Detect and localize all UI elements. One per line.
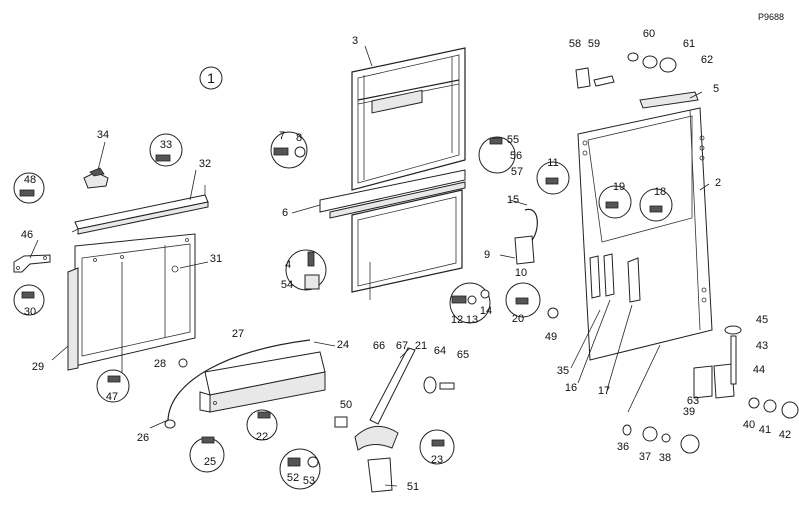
- vertical-strips: [589, 253, 641, 303]
- bottom-bracket: [199, 351, 326, 413]
- part-label-40: 40: [743, 419, 755, 431]
- part-label-24: 24: [337, 339, 349, 351]
- part-label-44: 44: [753, 364, 765, 376]
- lower-window: [351, 189, 463, 300]
- callout-bubbles: [13, 131, 673, 490]
- part-label-39: 39: [683, 406, 695, 418]
- handle-bar: [639, 91, 699, 109]
- part-label-47: 47: [106, 391, 118, 403]
- part-label-42: 42: [779, 429, 791, 441]
- part-label-67: 67: [396, 340, 408, 352]
- part-label-4: 4: [285, 259, 291, 271]
- part-label-17: 17: [598, 385, 610, 397]
- part-label-23: 23: [431, 454, 443, 466]
- part-label-55: 55: [507, 134, 519, 146]
- part-label-11: 11: [547, 157, 558, 169]
- hardware: [178, 52, 799, 454]
- lever-arm: [354, 347, 416, 493]
- part-label-25: 25: [204, 456, 216, 468]
- part-label-66: 66: [373, 340, 385, 352]
- part-label-51: 51: [407, 481, 419, 493]
- part-label-38: 38: [659, 452, 671, 464]
- part-label-31: 31: [210, 253, 222, 265]
- part-label-20: 20: [512, 313, 524, 325]
- part-label-16: 16: [565, 382, 577, 394]
- part-label-61: 61: [683, 38, 695, 50]
- door-panel: [577, 107, 713, 361]
- drawing-code: P9688: [758, 12, 784, 22]
- part-label-60: 60: [643, 28, 655, 40]
- part-label-43: 43: [756, 340, 768, 352]
- part-label-58: 58: [569, 38, 581, 50]
- part-label-33: 33: [160, 139, 172, 151]
- part-label-37: 37: [639, 451, 651, 463]
- leader-lines: [29, 45, 710, 487]
- part-label-52: 52: [287, 472, 299, 484]
- top-rail: [71, 185, 209, 235]
- part-label-34: 34: [97, 129, 109, 141]
- part-label-7: 7: [279, 130, 285, 142]
- part-label-8: 8: [296, 132, 302, 144]
- window-bracket: [319, 89, 466, 219]
- part-label-6: 6: [282, 207, 288, 219]
- part-label-63: 63: [687, 395, 699, 407]
- cable-end: [164, 419, 176, 429]
- window-frame: [351, 47, 466, 191]
- bracket-46: [13, 254, 51, 273]
- part-label-19: 19: [613, 181, 625, 193]
- part-label-57: 57: [511, 166, 523, 178]
- part-label-27: 27: [232, 328, 244, 340]
- part-label-22: 22: [256, 431, 268, 443]
- clip-34: [83, 167, 109, 189]
- part-label-26: 26: [137, 432, 149, 444]
- part-label-45: 45: [756, 314, 768, 326]
- cable: [167, 339, 311, 421]
- part-label-13: 13: [466, 314, 478, 326]
- part-label-46: 46: [21, 229, 33, 241]
- part-label-36: 36: [617, 441, 629, 453]
- part-label-50: 50: [340, 399, 352, 411]
- part-label-29: 29: [32, 361, 44, 373]
- part-label-15: 15: [507, 194, 519, 206]
- part-label-9: 9: [484, 249, 490, 261]
- part-label-18: 18: [654, 186, 666, 198]
- part-label-54: 54: [281, 279, 293, 291]
- part-label-41: 41: [759, 424, 771, 436]
- part-label-3: 3: [352, 35, 358, 47]
- part-label-32: 32: [199, 158, 211, 170]
- part-label-28: 28: [154, 358, 166, 370]
- part-label-48: 48: [24, 174, 36, 186]
- part-label-10: 10: [515, 267, 527, 279]
- assembly-number: 1: [207, 70, 215, 86]
- part-label-35: 35: [557, 365, 569, 377]
- part-label-49: 49: [545, 331, 557, 343]
- hinge-parts: [693, 325, 742, 399]
- part-label-65: 65: [457, 349, 469, 361]
- part-label-12: 12: [451, 314, 463, 326]
- part-label-64: 64: [434, 345, 446, 357]
- part-label-62: 62: [701, 54, 713, 66]
- part-label-2: 2: [715, 177, 721, 189]
- part-label-30: 30: [24, 306, 36, 318]
- side-panel-box: [67, 233, 196, 371]
- part-label-14: 14: [480, 305, 492, 317]
- part-label-59: 59: [588, 38, 600, 50]
- part-label-56: 56: [510, 150, 522, 162]
- part-label-21: 21: [415, 340, 427, 352]
- part-label-53: 53: [303, 475, 315, 487]
- part-label-5: 5: [713, 83, 719, 95]
- assembly-number-circle: [199, 66, 223, 90]
